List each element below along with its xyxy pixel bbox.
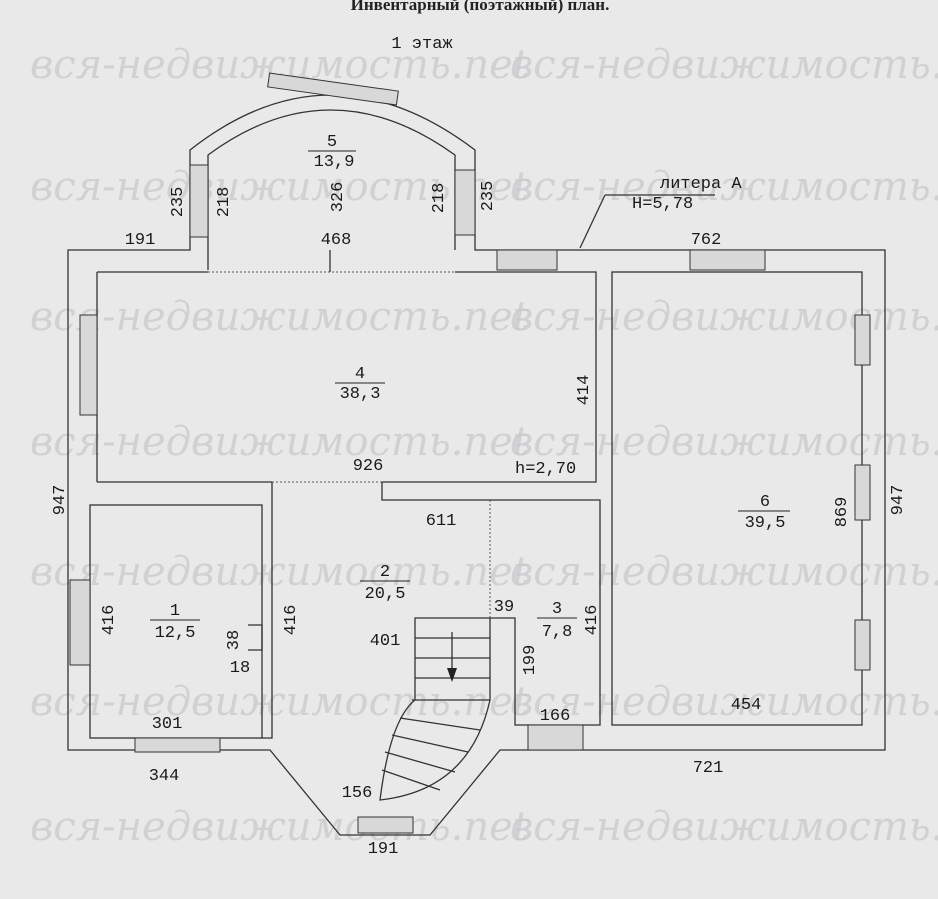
watermark: вся-недвижимость.net xyxy=(510,679,938,725)
svg-text:191: 191 xyxy=(368,840,399,859)
svg-text:301: 301 xyxy=(152,715,183,734)
svg-text:38: 38 xyxy=(225,630,244,650)
watermark: вся-недвижимость.net xyxy=(510,419,938,465)
svg-text:2: 2 xyxy=(380,563,390,582)
svg-text:218: 218 xyxy=(430,183,449,214)
svg-text:414: 414 xyxy=(575,375,594,406)
svg-text:191: 191 xyxy=(125,231,156,250)
room-3-walls xyxy=(381,482,601,726)
svg-text:947: 947 xyxy=(889,485,908,516)
watermark: вся-недвижимость.net xyxy=(30,804,530,850)
svg-text:7,8: 7,8 xyxy=(542,623,573,642)
svg-text:39: 39 xyxy=(494,598,514,617)
building-height: Н=5,78 xyxy=(632,195,693,214)
svg-text:611: 611 xyxy=(426,512,457,531)
floor-label: 1 этаж xyxy=(391,35,453,54)
svg-text:235: 235 xyxy=(479,181,498,212)
svg-text:156: 156 xyxy=(342,784,373,803)
svg-text:18: 18 xyxy=(230,659,250,678)
svg-text:3: 3 xyxy=(552,600,562,619)
svg-text:401: 401 xyxy=(370,632,401,651)
windows xyxy=(69,72,871,834)
watermark: вся-недвижимость.net xyxy=(510,42,938,88)
svg-text:344: 344 xyxy=(149,767,180,786)
watermark: вся-недвижимость.net xyxy=(30,679,530,725)
svg-text:5: 5 xyxy=(327,133,337,152)
svg-text:454: 454 xyxy=(731,696,762,715)
svg-text:869: 869 xyxy=(833,497,852,528)
svg-text:1: 1 xyxy=(170,602,180,621)
svg-text:6: 6 xyxy=(760,493,770,512)
svg-text:416: 416 xyxy=(282,605,301,636)
svg-text:326: 326 xyxy=(329,182,348,213)
svg-text:39,5: 39,5 xyxy=(745,514,786,533)
dimensions: 235 218 326 218 235 191 468 762 414 926 … xyxy=(51,181,908,859)
svg-text:762: 762 xyxy=(691,231,722,250)
svg-text:38,3: 38,3 xyxy=(340,385,381,404)
watermark: вся-недвижимость.net xyxy=(30,419,530,465)
svg-text:721: 721 xyxy=(693,759,724,778)
watermark: вся-недвижимость.net xyxy=(510,804,938,850)
svg-text:199: 199 xyxy=(521,645,540,676)
arrow-head-icon xyxy=(447,668,457,682)
svg-text:4: 4 xyxy=(355,365,365,384)
svg-text:416: 416 xyxy=(100,605,119,636)
watermarks: вся-недвижимость.net вся-недвижимость.ne… xyxy=(30,42,938,850)
watermark: вся-недвижимость.net xyxy=(510,549,938,595)
svg-text:20,5: 20,5 xyxy=(365,585,406,604)
svg-text:468: 468 xyxy=(321,231,352,250)
svg-text:166: 166 xyxy=(540,707,571,726)
watermark: вся-недвижимость.net xyxy=(30,549,530,595)
svg-text:947: 947 xyxy=(51,485,70,516)
watermark: вся-недвижимость.net xyxy=(30,164,530,210)
plan-title: Инвентарный (поэтажный) план. xyxy=(351,0,610,14)
svg-text:926: 926 xyxy=(353,457,384,476)
litera-leader xyxy=(579,194,606,249)
svg-text:235: 235 xyxy=(169,187,188,218)
svg-text:416: 416 xyxy=(583,605,602,636)
watermark: вся-недвижимость.net xyxy=(510,164,938,210)
watermark: вся-недвижимость.net xyxy=(30,294,530,340)
litera-label: литера А xyxy=(660,175,742,194)
svg-text:218: 218 xyxy=(215,187,234,218)
wall xyxy=(248,482,273,739)
watermark: вся-недвижимость.net xyxy=(510,294,938,340)
ceiling-height: h=2,70 xyxy=(515,460,576,479)
room-labels: 5 13,9 4 38,3 6 39,5 1 12,5 2 20,5 3 7,8 xyxy=(150,133,790,643)
svg-text:13,9: 13,9 xyxy=(314,153,355,172)
room-4-walls xyxy=(97,271,597,483)
svg-text:12,5: 12,5 xyxy=(155,624,196,643)
bay-inner-wall xyxy=(207,109,456,270)
